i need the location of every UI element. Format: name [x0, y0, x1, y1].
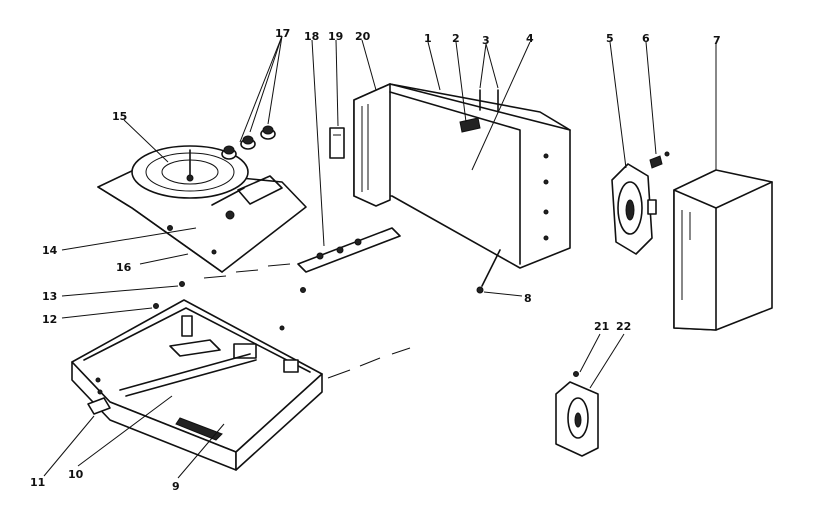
screws-12-13: [153, 281, 185, 309]
oval-speaker: [611, 163, 657, 255]
small-part-19: [329, 127, 345, 159]
callout-8: 8: [524, 292, 532, 305]
base-tray: [71, 299, 323, 471]
callout-6: 6: [642, 32, 650, 45]
speaker-enclosure: [673, 169, 773, 331]
callout-21: 21: [594, 320, 609, 333]
callout-7: 7: [713, 34, 721, 47]
knob-set: [221, 125, 276, 160]
mounting-bracket: [297, 227, 401, 293]
callout-9: 9: [172, 480, 180, 493]
callout-4: 4: [526, 32, 534, 45]
callout-5: 5: [606, 32, 614, 45]
cabinet: [353, 83, 571, 294]
callout-15: 15: [112, 110, 127, 123]
callout-13: 13: [42, 290, 57, 303]
callout-labels: 1 2 3 4 5 6 7 8 9 10 11 12 13 14 15 16 1…: [30, 27, 721, 493]
leader-lines: [43, 35, 717, 479]
dashed-guides: [203, 263, 411, 379]
small-speaker: [555, 371, 599, 457]
callout-12: 12: [42, 313, 57, 326]
callout-19: 19: [328, 30, 343, 43]
callout-18: 18: [304, 30, 319, 43]
callout-3: 3: [482, 34, 490, 47]
foot-part-11: [87, 389, 111, 415]
callout-2: 2: [452, 32, 460, 45]
callout-22: 22: [616, 320, 631, 333]
callout-10: 10: [68, 468, 84, 481]
clip-part-6: [649, 151, 670, 169]
callout-17: 17: [275, 27, 290, 40]
callout-1: 1: [424, 32, 432, 45]
callout-14: 14: [42, 244, 58, 257]
callout-11: 11: [30, 476, 45, 489]
turntable-assembly: [97, 145, 307, 273]
callout-20: 20: [355, 30, 371, 43]
callout-16: 16: [116, 261, 132, 274]
